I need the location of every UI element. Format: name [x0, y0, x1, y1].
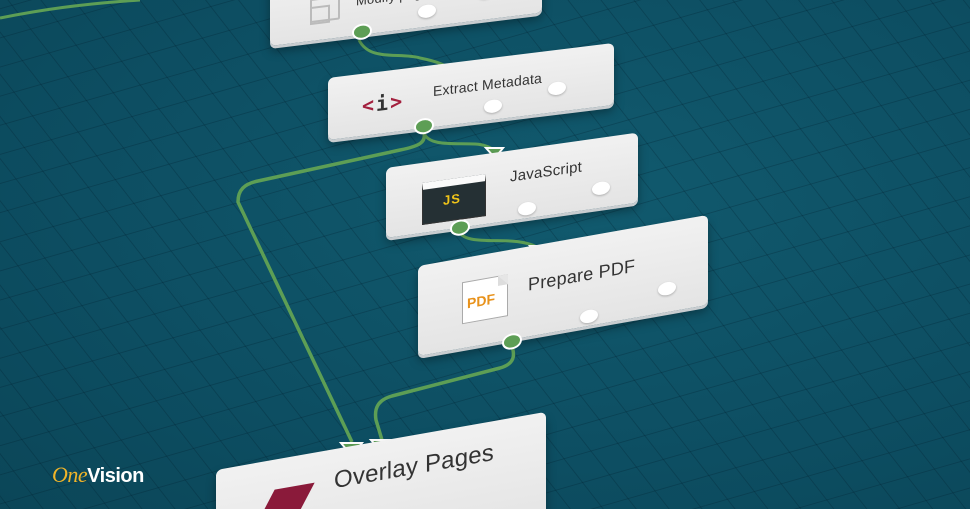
pages-icon: [310, 0, 340, 24]
node-label: Extract Metadata: [433, 69, 543, 100]
connector-extract-overlay: [236, 132, 427, 443]
output-port[interactable]: [592, 180, 610, 197]
javascript-icon: JS: [422, 173, 486, 225]
output-port[interactable]: [518, 200, 536, 217]
pdf-file-icon: PDF: [462, 274, 508, 325]
output-port[interactable]: [418, 3, 436, 19]
output-port[interactable]: [484, 98, 502, 114]
output-port[interactable]: [548, 80, 566, 96]
logo-vision: Vision: [87, 465, 144, 487]
node-label: JavaScript: [510, 158, 583, 186]
node-label: Prepare PDF: [528, 255, 636, 295]
output-port[interactable]: [658, 280, 676, 297]
connector-pdf-overlay: [373, 343, 516, 441]
info-code-icon: <i>: [362, 88, 405, 118]
logo-one: One: [52, 462, 88, 487]
node-label: Overlay Pages: [334, 438, 495, 495]
connector-top: [0, 0, 141, 20]
connector-extract-js: [422, 132, 497, 154]
output-port[interactable]: [580, 308, 598, 325]
overlay-icon: [257, 482, 315, 509]
js-glyph: JS: [443, 190, 461, 208]
onevision-logo: OneVision: [52, 462, 144, 488]
pdf-glyph: PDF: [467, 290, 495, 312]
node-label: Modify page form…: [356, 0, 473, 8]
